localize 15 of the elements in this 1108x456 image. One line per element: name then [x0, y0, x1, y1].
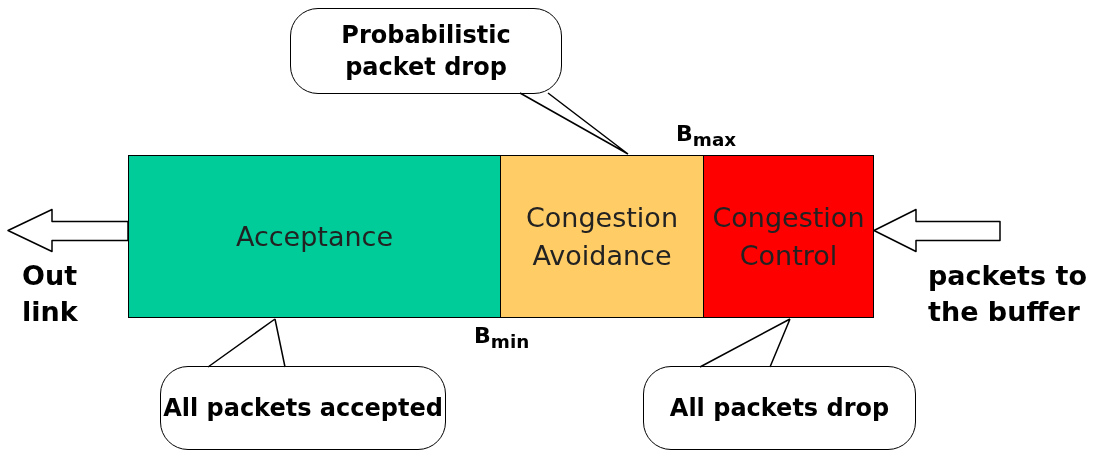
callout-bubble: All packets drop [643, 366, 916, 450]
callout-bubble: All packets accepted [160, 366, 446, 450]
callout-bubble: Probabilistic packet drop [290, 8, 562, 94]
hollow-arrow [7, 208, 129, 253]
callout-tail [207, 318, 286, 368]
callout-tail [519, 92, 629, 155]
threshold-label: B$_{min}$ [474, 322, 530, 355]
hollow-arrow [873, 208, 1001, 253]
link-label: Out link [22, 259, 79, 329]
buffer-segment: Congestion Control [703, 155, 874, 318]
callout-tail [699, 318, 791, 368]
buffer-segment: Acceptance [128, 155, 501, 318]
threshold-label: B$_{max}$ [676, 120, 737, 153]
input-label: packets to the buffer [928, 259, 1088, 329]
buffer-segment: Congestion Avoidance [500, 155, 704, 318]
